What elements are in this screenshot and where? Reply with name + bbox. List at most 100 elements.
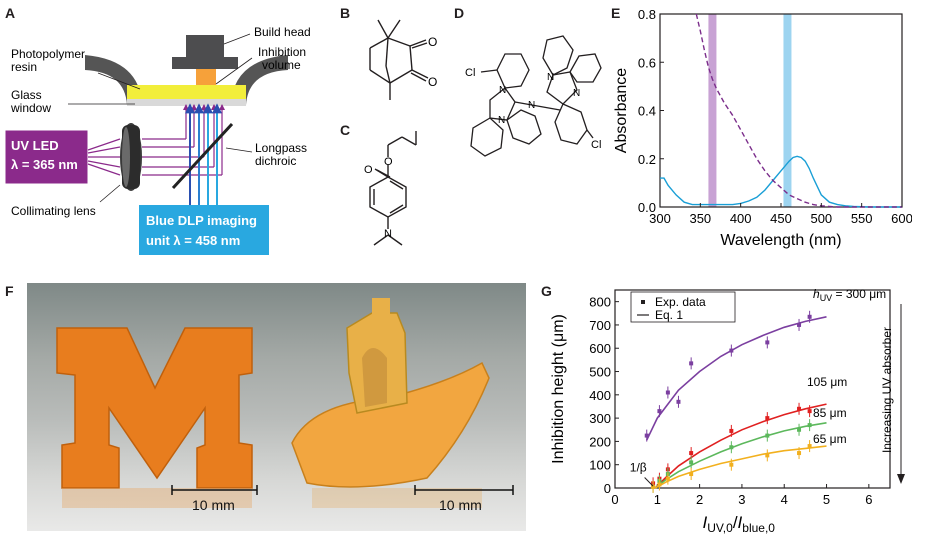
molecule-o-cl-habi: Cl Cl N N N N N xyxy=(465,35,602,157)
n-label-5: N xyxy=(573,88,580,99)
data-point-3-2 xyxy=(665,476,670,481)
glass-label-1: Glass xyxy=(11,88,42,102)
x-tick-label-3: 450 xyxy=(770,211,792,226)
x-tick-label-1: 1 xyxy=(654,492,661,507)
x-tick-label-6: 6 xyxy=(865,492,872,507)
dichroic-mirror xyxy=(171,122,234,190)
data-point-1-6 xyxy=(797,406,802,411)
x-axis-label: IUV,0/Iblue,0 xyxy=(703,513,776,535)
y-tick-label-6: 600 xyxy=(589,341,611,356)
increasing-label: Increasing UV absorber xyxy=(880,327,894,453)
blue-dlp-label-1: Blue DLP imaging xyxy=(146,213,257,228)
fit-line-2 xyxy=(654,422,827,489)
scale-label-2: 10 mm xyxy=(439,497,482,513)
cl-label-2: Cl xyxy=(591,139,601,151)
svg-text:N: N xyxy=(384,228,392,240)
scale-label-1: 10 mm xyxy=(192,497,235,513)
data-point-0-1 xyxy=(657,409,662,414)
data-point-2-6 xyxy=(797,427,802,432)
data-point-0-5 xyxy=(729,348,734,353)
molecule-edab: O O N xyxy=(364,131,417,246)
spectrum-line-0 xyxy=(660,155,902,208)
plot-frame xyxy=(659,13,903,208)
molecule-camphorquinone: O O xyxy=(369,19,437,100)
wavelength-band-1 xyxy=(783,14,792,207)
series-label-0: hUV = 300 μm xyxy=(813,287,886,303)
printed-m-block xyxy=(56,327,253,489)
build-head-label: Build head xyxy=(254,25,311,39)
data-point-2-3 xyxy=(689,460,694,465)
printed-boat xyxy=(291,361,490,488)
data-point-0-6 xyxy=(765,340,770,345)
panel-label-c: C xyxy=(340,122,351,138)
svg-text:O: O xyxy=(428,35,437,49)
photopolymer-label-2: resin xyxy=(11,60,37,74)
build-head xyxy=(186,35,224,57)
data-point-2-7 xyxy=(807,423,812,428)
blue-dlp-box xyxy=(139,205,269,255)
y-tick-label-3: 0.6 xyxy=(638,55,656,70)
uv-led-box xyxy=(4,129,89,185)
x-tick-label-1: 350 xyxy=(689,211,711,226)
panel-label-d: D xyxy=(454,5,465,21)
blue-dlp-label-2: unit λ = 458 nm xyxy=(146,233,240,248)
x-tick-label-2: 400 xyxy=(730,211,752,226)
legend-fit-label: Eq. 1 xyxy=(655,308,683,322)
inhibition-label-2: volume xyxy=(262,58,301,72)
data-point-0-0 xyxy=(644,433,649,438)
y-tick-label-1: 100 xyxy=(589,458,611,473)
plot-frame xyxy=(614,289,891,489)
printer-schematic: Build head Inhibition volume Photopolyme… xyxy=(4,25,311,255)
x-tick-label-4: 4 xyxy=(781,492,788,507)
svg-text:O: O xyxy=(384,156,393,168)
x-tick-label-3: 3 xyxy=(738,492,745,507)
data-point-3-0 xyxy=(651,484,656,489)
data-point-2-5 xyxy=(765,433,770,438)
build-plate xyxy=(172,57,238,69)
data-point-0-3 xyxy=(676,399,681,404)
y-tick-label-7: 700 xyxy=(589,318,611,333)
y-tick-label-4: 0.8 xyxy=(638,7,656,22)
svg-text:O: O xyxy=(364,164,373,176)
data-point-0-2 xyxy=(665,390,670,395)
blue-rays xyxy=(185,103,222,205)
wavelength-band-0 xyxy=(708,14,717,207)
svg-text:O: O xyxy=(428,75,437,89)
glass-label-2: window xyxy=(10,101,51,115)
panel-label-b: B xyxy=(340,5,351,21)
data-point-0-8 xyxy=(807,314,812,319)
y-tick-label-4: 400 xyxy=(589,388,611,403)
collimating-label: Collimating lens xyxy=(11,204,96,218)
spectrum-line-1 xyxy=(695,13,902,208)
x-axis-label: Wavelength (nm) xyxy=(720,232,841,249)
x-tick-label-0: 0 xyxy=(611,492,618,507)
y-tick-label-1: 0.2 xyxy=(638,152,656,167)
data-point-0-4 xyxy=(689,361,694,366)
data-point-1-4 xyxy=(729,428,734,433)
fit-line-0 xyxy=(645,316,827,441)
x-tick-label-6: 600 xyxy=(891,211,912,226)
data-point-1-7 xyxy=(807,409,812,414)
increasing-arrow-head xyxy=(897,474,905,484)
photopolymer-label-1: Photopolymer xyxy=(11,47,85,61)
legend-data-label: Exp. data xyxy=(655,295,706,309)
panel-label-e: E xyxy=(611,5,621,21)
n-label-2: N xyxy=(498,115,505,126)
inhibition-label-1: Inhibition xyxy=(258,45,306,59)
series-label-2: 85 μm xyxy=(813,406,847,420)
n-label-4: N xyxy=(547,72,554,83)
data-point-3-1 xyxy=(657,482,662,487)
legend-box xyxy=(630,291,736,323)
panel-label-a: A xyxy=(5,5,16,21)
uv-rays xyxy=(87,104,225,176)
y-tick-label-5: 500 xyxy=(589,365,611,380)
y-tick-label-2: 200 xyxy=(589,434,611,449)
beta-annotation: 1/β xyxy=(630,461,647,475)
x-tick-label-5: 5 xyxy=(823,492,830,507)
collimating-lens xyxy=(120,123,142,191)
x-tick-label-2: 2 xyxy=(696,492,703,507)
uv-led-label-1: UV LED xyxy=(11,138,59,153)
longpass-label-2: dichroic xyxy=(255,154,296,168)
printed-parts-photo: 10 mm 10 mm xyxy=(27,283,526,531)
data-point-3-6 xyxy=(797,451,802,456)
